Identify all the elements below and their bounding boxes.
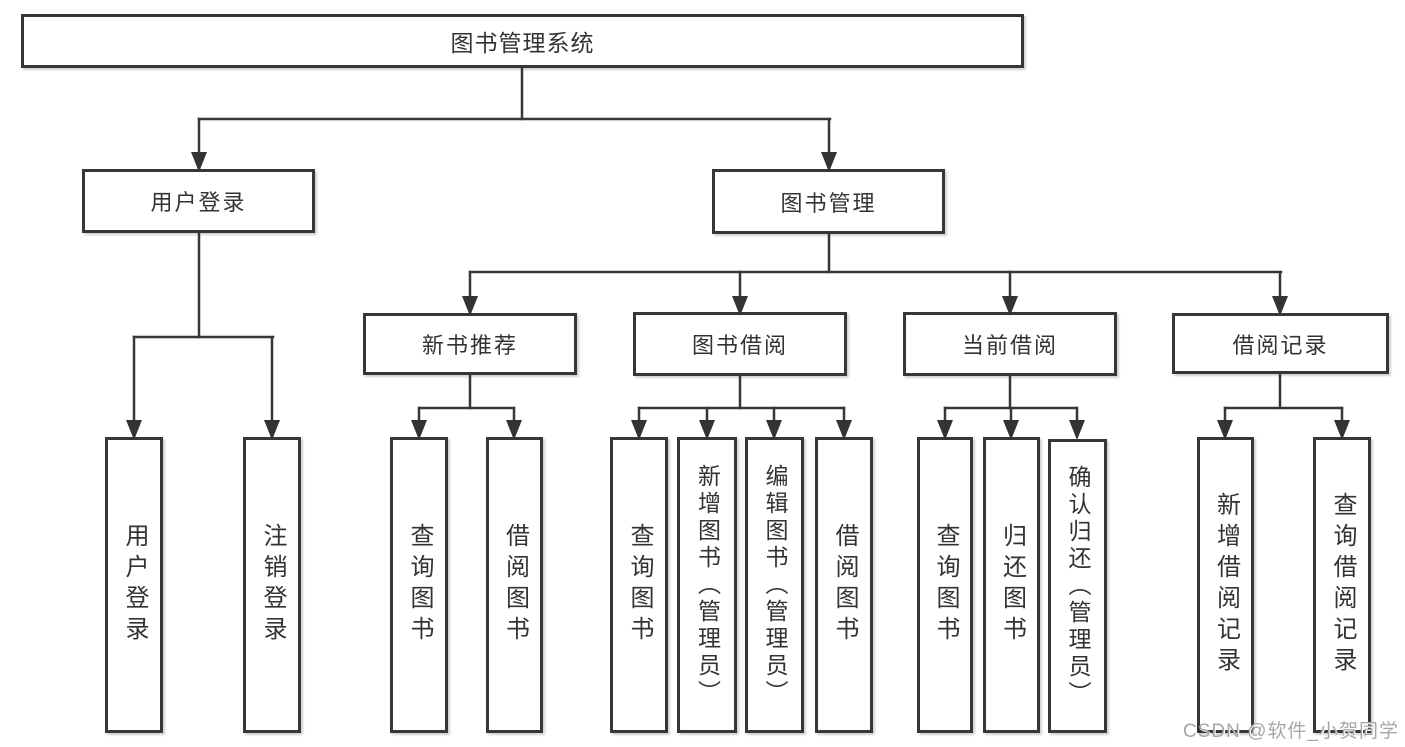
leaf-query-borrow-record: 查询借阅记录 bbox=[1313, 437, 1371, 733]
node-library-system: 图书管理系统 bbox=[21, 14, 1024, 68]
leaf-query-books-borrow: 查询图书 bbox=[610, 437, 668, 733]
leaf-confirm-return-admin: 确认归还（管理员） bbox=[1048, 439, 1107, 733]
node-current-borrow: 当前借阅 bbox=[903, 312, 1117, 376]
leaf-add-borrow-record: 新增借阅记录 bbox=[1197, 437, 1254, 733]
leaf-query-books-current: 查询图书 bbox=[917, 437, 973, 733]
leaf-add-books-admin: 新增图书（管理员） bbox=[677, 437, 737, 733]
leaf-borrow-books-recommend: 借阅图书 bbox=[486, 437, 543, 733]
node-book-management: 图书管理 bbox=[712, 169, 945, 234]
csdn-watermark: CSDN @软件_小贺同学 bbox=[1183, 721, 1399, 742]
leaf-edit-books-admin: 编辑图书（管理员） bbox=[745, 437, 804, 733]
leaf-query-books-recommend: 查询图书 bbox=[390, 437, 448, 733]
leaf-borrow-books: 借阅图书 bbox=[815, 437, 873, 733]
leaf-logout: 注销登录 bbox=[243, 437, 301, 733]
node-new-book-recommend: 新书推荐 bbox=[363, 313, 577, 375]
leaf-return-books: 归还图书 bbox=[983, 437, 1040, 733]
leaf-user-login: 用户登录 bbox=[105, 437, 163, 733]
node-user-login: 用户登录 bbox=[82, 169, 315, 233]
node-book-borrow: 图书借阅 bbox=[633, 312, 847, 376]
node-borrow-records: 借阅记录 bbox=[1172, 313, 1389, 374]
